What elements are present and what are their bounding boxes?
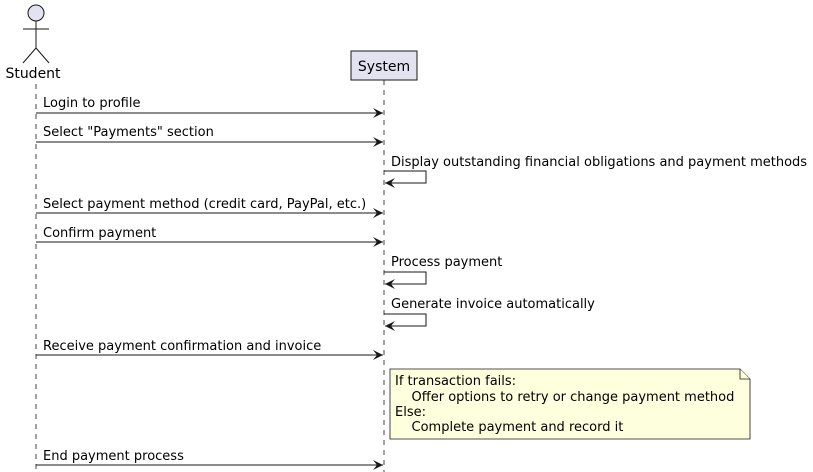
self-message-arrow (384, 313, 427, 331)
message-2: Select "Payments" section (36, 125, 383, 147)
message-5: Confirm payment (36, 226, 383, 247)
system-box (350, 50, 418, 81)
message-3-self: Display outstanding financial obligation… (384, 155, 807, 188)
message-6-self: Process payment (384, 255, 502, 289)
note-box (389, 368, 751, 440)
message-label: Display outstanding financial obligation… (391, 155, 807, 170)
message-label: Receive payment confirmation and invoice (43, 339, 321, 354)
message-7-self: Generate invoice automatically (384, 297, 595, 331)
self-message-arrow (384, 170, 427, 188)
note-corner-fold (739, 369, 750, 380)
system-label: System (358, 59, 410, 75)
student-actor: Student (5, 4, 61, 82)
note-line-3: Else: (395, 405, 426, 420)
message-label: Process payment (391, 255, 502, 270)
message-label: Generate invoice automatically (391, 297, 595, 312)
stick-figure-icon (22, 4, 50, 64)
message-label: Select "Payments" section (43, 125, 214, 140)
message-9: End payment process (36, 449, 383, 470)
message-1: Login to profile (36, 96, 383, 118)
note-line-1: If transaction fails: (395, 374, 516, 389)
note: If transaction fails: Offer options to r… (389, 368, 751, 440)
system-participant: System (350, 50, 418, 81)
self-message-arrow (384, 271, 427, 289)
student-label: Student (5, 66, 61, 82)
message-8: Receive payment confirmation and invoice (36, 339, 383, 360)
message-label: End payment process (43, 449, 184, 464)
note-line-4: Complete payment and record it (395, 420, 623, 435)
message-label: Select payment method (credit card, PayP… (43, 197, 366, 212)
message-4: Select payment method (credit card, PayP… (36, 197, 383, 218)
message-label: Confirm payment (43, 226, 156, 241)
note-line-2: Offer options to retry or change payment… (395, 390, 734, 405)
message-label: Login to profile (43, 96, 140, 111)
